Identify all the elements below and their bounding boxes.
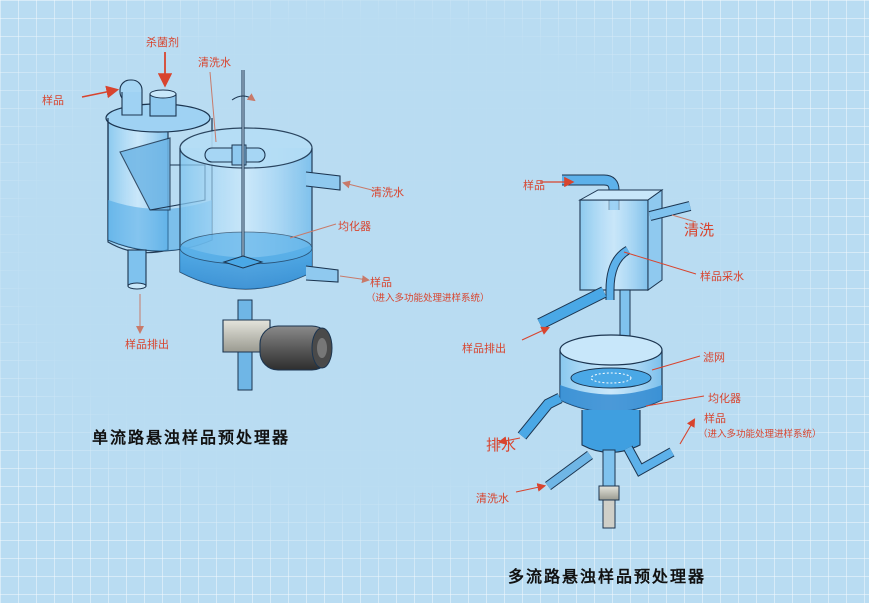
label-right-sample-in: 样品 <box>523 179 545 192</box>
label-right-wash-water: 清洗水 <box>476 492 509 505</box>
label-filter: 滤网 <box>703 351 725 364</box>
label-right-sample-out: 样品 <box>704 412 726 425</box>
label-wash-water-top: 清洗水 <box>198 56 231 69</box>
label-wash-water-side: 清洗水 <box>371 186 404 199</box>
label-right-sample-drain: 样品排出 <box>462 342 506 355</box>
title-multi-stream: 多流路悬浊样品预处理器 <box>508 567 707 586</box>
label-biocide: 杀菌剂 <box>146 36 179 49</box>
multi-stream-preprocessor <box>497 174 705 529</box>
title-single-stream: 单流路悬浊样品预处理器 <box>92 428 291 447</box>
label-right-homogenizer: 均化器 <box>708 392 741 405</box>
label-sample-collect: 样品采水 <box>700 270 744 283</box>
label-wash: 清洗 <box>684 221 715 239</box>
label-homogenizer: 均化器 <box>338 220 371 233</box>
label-sample-in: 样品 <box>42 94 64 107</box>
single-stream-preprocessor <box>81 52 377 391</box>
label-sample-out-note: （进入多功能处理进样系统） <box>366 293 490 304</box>
label-right-sample-out-note: （进入多功能处理进样系统） <box>698 429 822 440</box>
label-sample-drain: 样品排出 <box>125 338 169 351</box>
label-sample-out: 样品 <box>370 276 392 289</box>
label-drain: 排水 <box>486 436 517 454</box>
